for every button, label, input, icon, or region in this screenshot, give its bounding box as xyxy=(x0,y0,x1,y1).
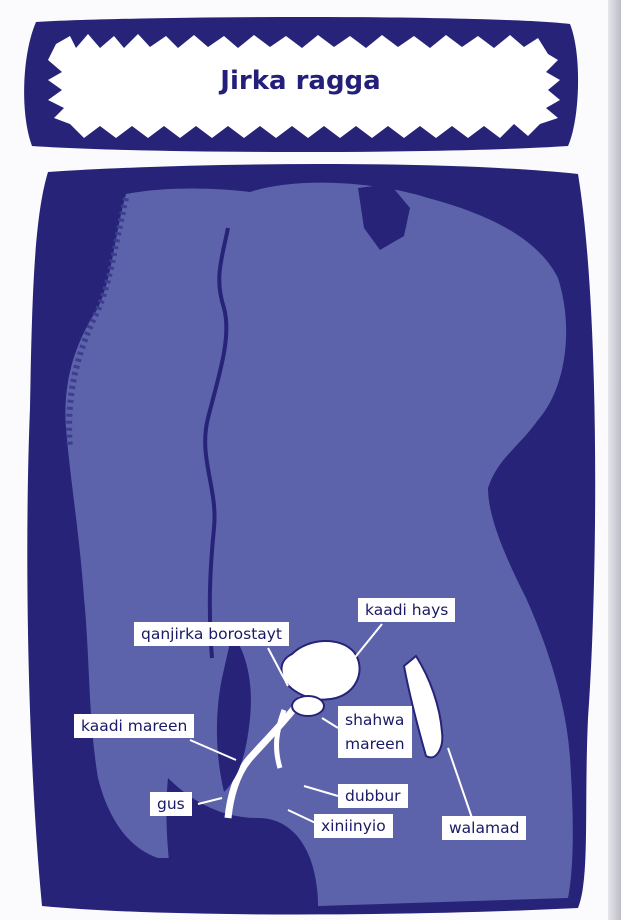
label-xiniinyio: xiniinyio xyxy=(314,814,393,838)
label-walamad: walamad xyxy=(442,816,526,840)
label-qanjirka-borostayt: qanjirka borostayt xyxy=(134,622,289,646)
male-body-illustration xyxy=(18,158,608,918)
label-gus: gus xyxy=(150,792,192,816)
anatomy-panel: kaadi hays qanjirka borostayt kaadi mare… xyxy=(18,158,608,918)
label-dubbur: dubbur xyxy=(338,784,408,808)
title-banner: Jirka ragga xyxy=(18,14,583,154)
page-title: Jirka ragga xyxy=(18,66,583,96)
label-shahwa-mareen: shahwa mareen xyxy=(338,706,412,758)
prostate-shape xyxy=(292,696,324,716)
label-kaadi-hays: kaadi hays xyxy=(358,598,455,622)
page-edge-shadow xyxy=(608,0,621,920)
label-kaadi-mareen: kaadi mareen xyxy=(74,714,194,738)
torso-silhouette xyxy=(65,183,572,906)
